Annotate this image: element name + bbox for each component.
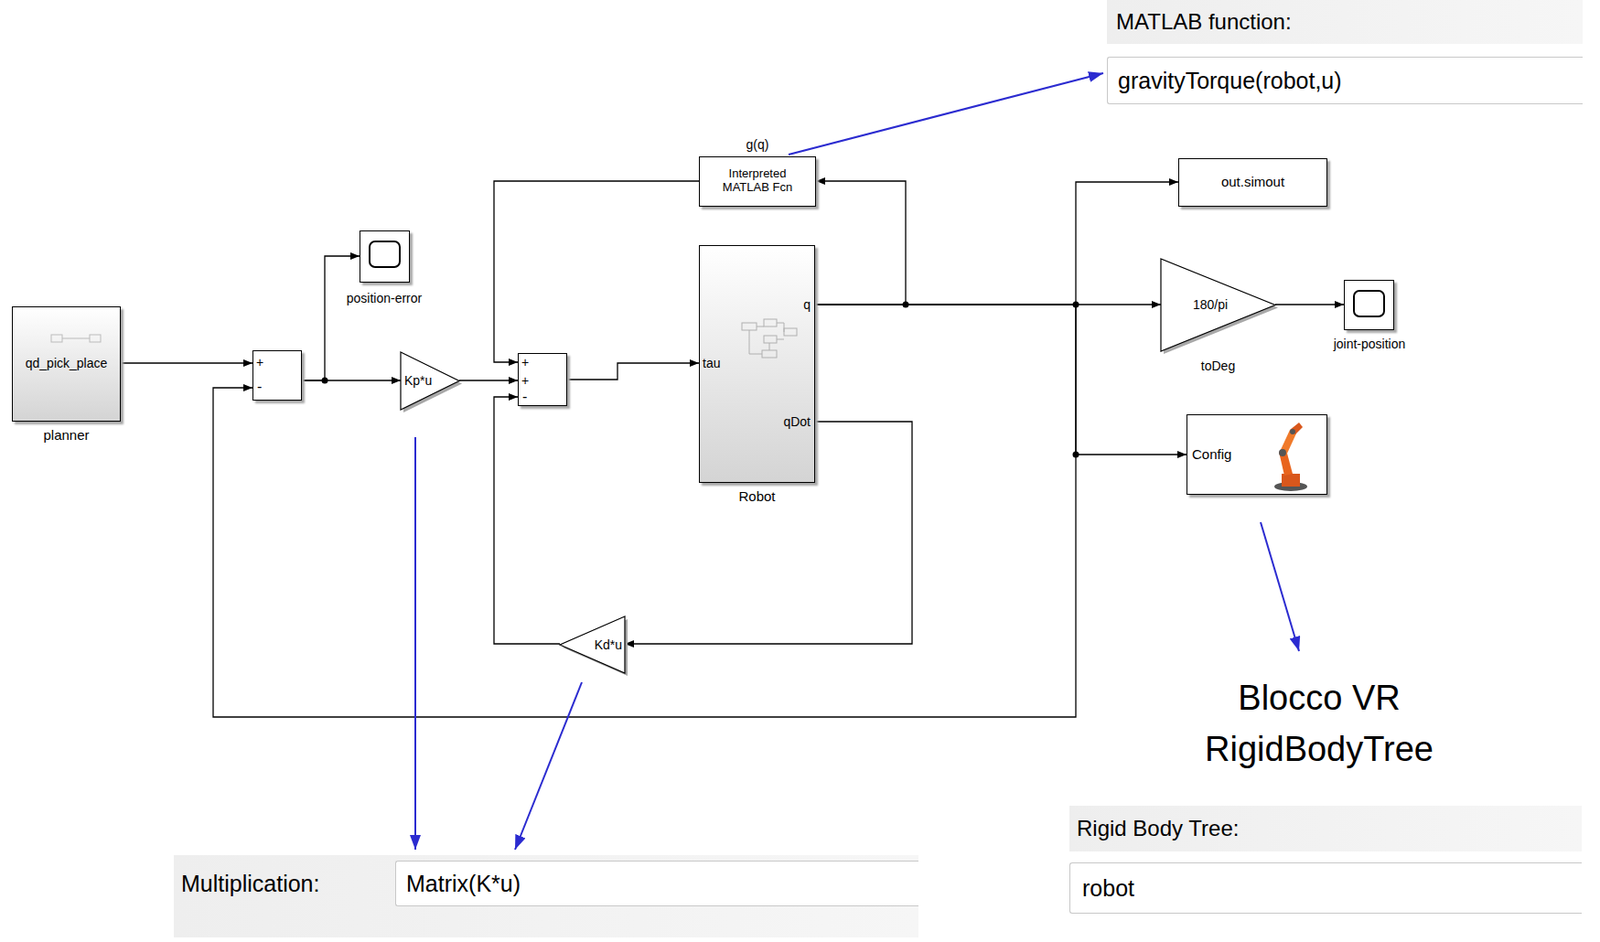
block-label: Rigid Body Tree: [1076,816,1571,842]
block-label: qDot [759,414,811,430]
block-label: Interpreted MATLAB Fcn [711,167,804,195]
block-label: - [257,378,272,396]
icon-block [783,328,797,336]
signal-wire [459,379,518,381]
block-label: + [521,354,537,370]
signal-wire [120,362,253,364]
block-label: MATLAB function: [1116,9,1574,35]
junction-dot [1073,301,1080,309]
block-label: Robot [698,488,816,505]
scope-screen [1353,289,1386,318]
block-label: q [775,297,811,312]
block-label: + [521,373,537,388]
signal-wire [815,182,1179,305]
signal-wire [301,256,360,381]
scope-block-body [359,230,410,283]
block-label: joint-position [1323,336,1416,352]
block-label: robot [1082,875,1577,903]
icon-port [89,334,101,343]
scope-block: position-error [338,230,430,309]
parameter-panel: MATLAB function: gravityTorque(robot,u) [1106,0,1583,115]
signal-wire [815,181,906,305]
parameter-panel: Rigid Body Tree: robot [1069,805,1582,935]
sum-block: +- [252,350,302,401]
signal-wire [815,304,1187,455]
block-label: Config [1191,446,1251,462]
block-label: position-error [338,290,430,306]
triangle-outline [559,616,625,674]
arm-joint [1289,429,1296,435]
callout-arrow [1260,522,1300,652]
icon-port [51,334,63,343]
robot-internal-icon [738,317,803,364]
icon-line [62,338,90,340]
scope-block: joint-position [1323,279,1416,349]
block-label: + [256,354,271,370]
subsystem-icon [49,331,105,352]
subsystem-block: qd_pick_placeplanner [11,306,121,444]
callout-arrow [414,437,417,850]
block-label: tau [702,355,740,371]
robot-subsystem: tau q qDotRobot [698,245,816,506]
arm-link [1289,422,1303,435]
callout-arrow [515,682,582,850]
block-label: planner [11,427,121,443]
signal-wire [301,379,401,381]
gain-block: Kp*u [400,352,460,410]
icon-block [763,319,777,327]
block-label: toDeg [1160,358,1276,374]
block-label: g(q) [698,137,817,152]
block-label: - [522,388,537,406]
gain-block: Kd*u [559,616,625,674]
scope-block-body [1343,279,1395,331]
junction-dot [902,301,910,309]
junction-dot [1073,451,1080,459]
panel-field [1069,862,1582,914]
arm-link [1278,429,1297,456]
signal-wire [493,181,699,363]
to-workspace-block: out.simout [1178,158,1328,207]
arm-base [1281,473,1300,487]
arm-link [1278,450,1293,476]
block-label: Matrix(K*u) [406,870,910,898]
icon-line [749,322,784,355]
parameter-panel-body [173,855,919,938]
signal-wire [213,304,1076,718]
callout-note: Blocco VR RigidBodyTree [1154,672,1484,775]
arm-joint [1278,449,1287,457]
callout-arrow [788,73,1104,155]
block-label: Multiplication: [181,870,392,898]
triangle-outline [1160,258,1276,352]
robot-arm-icon [1258,417,1323,494]
block-label: qd_pick_place [11,355,121,371]
icon-block [741,322,757,331]
vr-block: Config [1186,414,1328,495]
signal-wire [567,363,699,380]
signal-wire [493,397,560,645]
icon-block [762,350,777,358]
gain-block: 180/pi toDeg [1160,258,1276,374]
parameter-panel: Multiplication: Matrix(K*u) [173,855,919,938]
block-label: gravityTorque(robot,u) [1117,67,1572,95]
matlab-fcn-block: g(q) Interpreted MATLAB Fcn [698,137,817,207]
scope-screen [368,240,401,269]
icon-block [763,335,777,344]
block-label: Kp*u [404,373,441,388]
block-label: out.simout [1178,173,1328,190]
sum-block: ++- [517,353,568,407]
junction-dot [322,377,329,385]
signal-wire [1275,303,1344,305]
block-label: Kd*u [585,637,623,653]
triangle-outline [400,352,460,410]
block-label: 180/pi [1173,297,1247,312]
